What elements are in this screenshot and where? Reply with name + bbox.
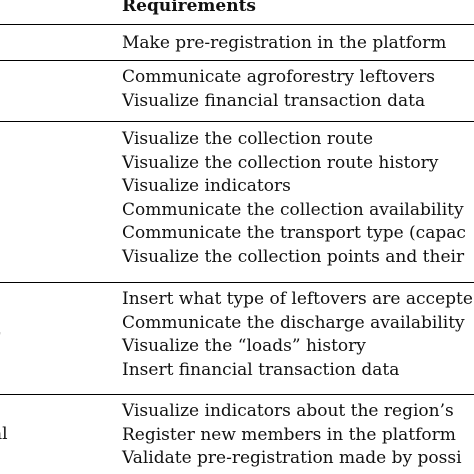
requirement-item: Register new members in the platform [122, 424, 456, 445]
table-row-group: r Insert what type of leftovers are acce… [0, 288, 474, 384]
requirement-item: Communicate the transport type (capac [122, 223, 466, 243]
requirement-item: Visualize the collection route history [122, 152, 439, 173]
group-divider [0, 60, 474, 61]
requirement-item: Communicate agroforestry leftovers [122, 67, 435, 87]
requirement-item: Insert financial transaction data [122, 359, 400, 380]
group-divider [0, 282, 474, 283]
table-row-group: Make pre-registration in the platform [0, 32, 474, 55]
group-divider [0, 121, 474, 122]
actor-label: al [0, 424, 8, 444]
requirement-item: Visualize the collection points and thei… [122, 246, 465, 267]
requirement-item: Communicate the discharge availability [122, 312, 465, 333]
requirements-list: Communicate agroforestry leftovers Visua… [122, 66, 435, 113]
requirements-column-header: Requirements [122, 0, 257, 16]
requirement-item: Insert what type of leftovers are accept… [122, 289, 473, 309]
table-row-group: Communicate agroforestry leftovers Visua… [0, 66, 474, 113]
requirement-item: Make pre-registration in the platform [122, 33, 447, 53]
requirement-item: Visualize indicators [122, 176, 291, 196]
requirement-item: Visualize the “loads” history [122, 336, 366, 356]
requirement-item: Validate pre-registration made by possi [122, 448, 462, 468]
requirement-item: Visualize indicators about the region’s [122, 401, 454, 421]
requirement-item: Visualize financial transaction data [122, 90, 426, 111]
table-header-row: Requirements [0, 0, 474, 24]
requirement-item: Visualize the collection route [122, 129, 374, 149]
requirement-item: Communicate the collection availability [122, 199, 464, 220]
requirements-list: Visualize the collection route Visualize… [122, 128, 466, 269]
group-divider [0, 394, 474, 395]
header-divider [0, 24, 474, 25]
requirements-list: Visualize indicators about the region’s … [122, 400, 462, 471]
requirements-list: Make pre-registration in the platform [122, 32, 446, 56]
table-row-group: al Visualize indicators about the region… [0, 400, 474, 472]
table-row-group: Visualize the collection route Visualize… [0, 128, 474, 273]
requirements-list: Insert what type of leftovers are accept… [122, 288, 473, 382]
